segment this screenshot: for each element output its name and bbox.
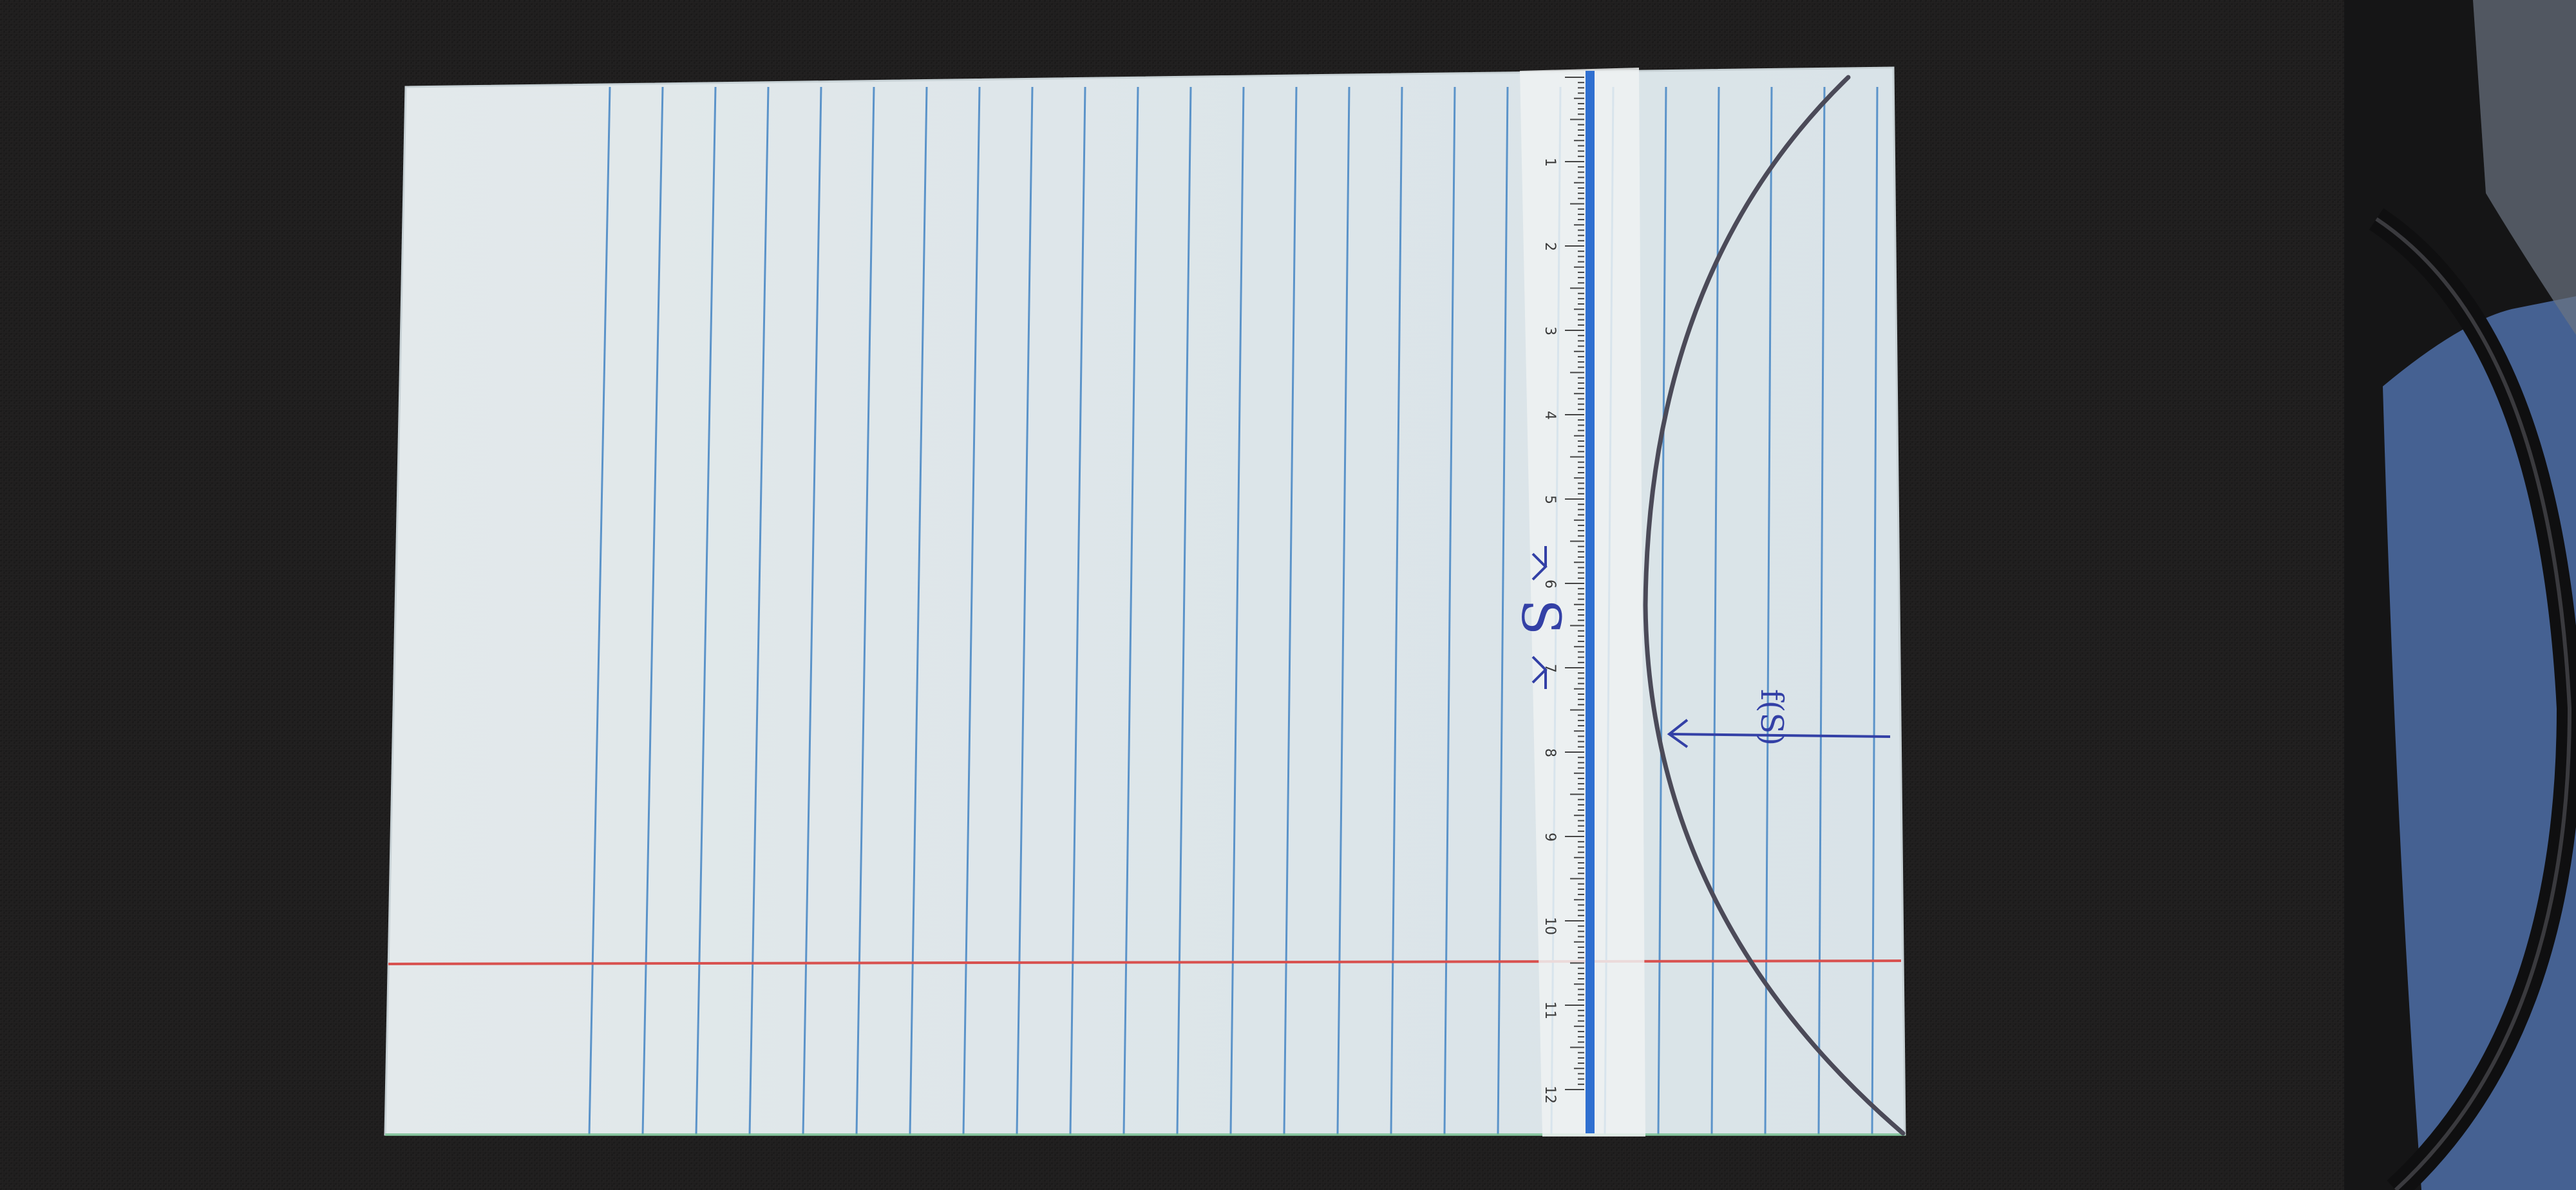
ruler-number: 12	[1542, 1086, 1558, 1104]
paper-margin-line	[388, 959, 1902, 965]
rule-line	[1122, 86, 1139, 1135]
rule-line	[1176, 86, 1192, 1135]
notebook-paper	[384, 66, 1906, 1136]
ruler-number: 9	[1542, 833, 1558, 842]
ruler-blue-stripe	[1586, 71, 1595, 1133]
rule-line	[855, 86, 875, 1135]
rule-line	[641, 86, 664, 1135]
hand-drawn-curve	[1643, 75, 1906, 1136]
rule-line	[1443, 86, 1456, 1135]
ruler-number: 8	[1542, 748, 1558, 757]
rule-line	[1069, 86, 1086, 1135]
function-label: f(S)	[1754, 689, 1790, 746]
ruler-number: 4	[1542, 411, 1558, 420]
ruler-number: 11	[1542, 1001, 1558, 1019]
rule-line	[1229, 86, 1245, 1135]
ruler-number: 1	[1542, 158, 1558, 167]
rule-line	[695, 86, 717, 1135]
rule-line	[802, 86, 822, 1135]
arrow-head-icon	[1667, 719, 1689, 748]
ruler-number: 10	[1542, 917, 1558, 935]
ruler-ticks	[1565, 77, 1584, 1090]
ruler-number: 3	[1542, 326, 1558, 335]
rule-line	[962, 86, 981, 1135]
ink-annotations: f(S) S	[1510, 546, 1891, 748]
ruler-number: 6	[1542, 580, 1558, 589]
rule-line	[588, 86, 611, 1135]
rule-line	[1390, 86, 1403, 1135]
s-right-arrow-icon	[1531, 656, 1548, 689]
s-symbol: S	[1510, 599, 1571, 635]
s-left-arrow-icon	[1531, 546, 1548, 581]
right-edge-objects	[2344, 0, 2576, 1190]
rule-line	[1497, 86, 1509, 1135]
ruler-number: 5	[1542, 495, 1558, 504]
rule-line	[1016, 86, 1034, 1135]
rule-line	[909, 86, 928, 1135]
rule-line	[748, 86, 770, 1135]
rule-line	[1336, 86, 1350, 1135]
arrow-shaft	[1671, 733, 1891, 738]
rule-line	[1283, 86, 1298, 1135]
ruler-number: 2	[1542, 242, 1558, 251]
